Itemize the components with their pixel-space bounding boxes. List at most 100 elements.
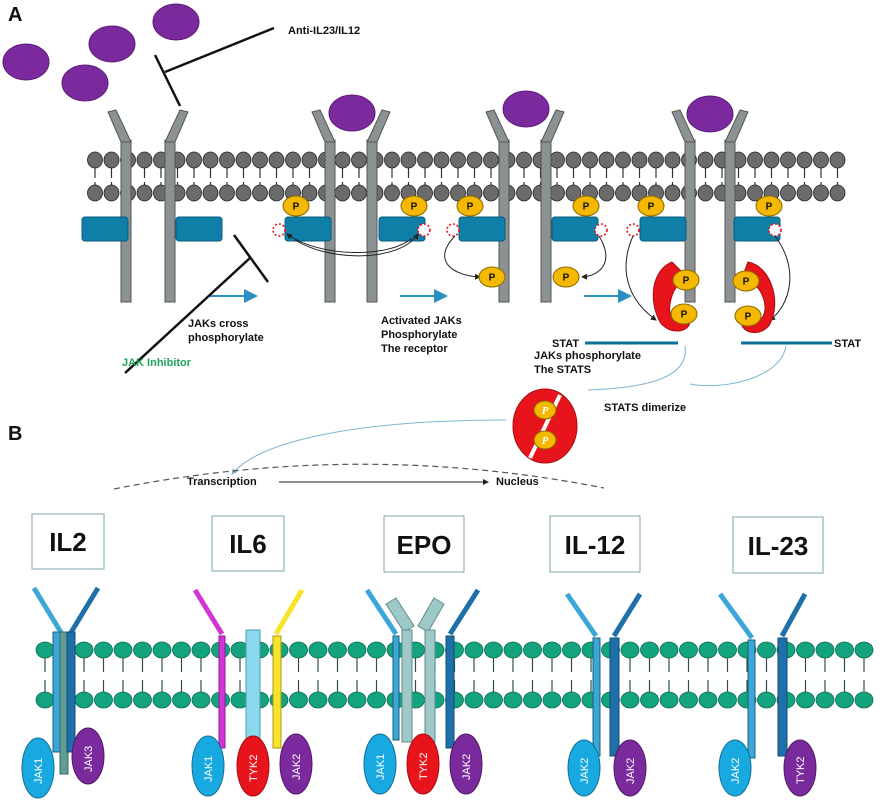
phospho-label: P (489, 273, 496, 284)
lipid-head (74, 691, 94, 709)
phospho-label: P (745, 312, 752, 323)
lipid-head (620, 691, 640, 709)
lipid-head (542, 641, 562, 659)
lipid-head (484, 641, 503, 659)
anti-il23-il12-label: Anti-IL23/IL12 (288, 25, 360, 37)
lipid-head (615, 184, 631, 202)
lipid-head (464, 691, 484, 709)
lipid-head (796, 184, 813, 202)
phospho-label: P (583, 202, 590, 213)
phospho-group (670, 303, 698, 325)
lipid-head (813, 151, 829, 169)
phospho-label: P (681, 310, 688, 321)
lipid-head (503, 691, 523, 709)
lipid-head (829, 184, 846, 202)
jak-box (551, 216, 599, 242)
lipid-head (289, 641, 308, 659)
receptor-arm (485, 109, 510, 143)
lipid-head (219, 184, 235, 202)
lipid-head (74, 641, 94, 659)
lipid-head (598, 184, 615, 202)
receptor-chain (540, 139, 552, 303)
lipid-head (367, 641, 386, 659)
lipid-head (384, 184, 400, 202)
lipid-head (186, 151, 202, 169)
phospho-label: P (683, 276, 690, 287)
lipid-head (351, 184, 367, 202)
ligand-4 (61, 64, 109, 102)
lipid-head (103, 151, 120, 169)
lipid-head (780, 151, 796, 169)
jak-label: TYK2 (248, 754, 260, 782)
tyk2-oval (783, 739, 817, 797)
lipid-head (503, 641, 523, 659)
lipid-head (152, 641, 172, 659)
lipid-head (308, 691, 328, 709)
lipid-head (562, 641, 581, 659)
lipid-head (252, 184, 268, 202)
lipid-head (854, 641, 874, 659)
receptor-chain (164, 139, 176, 303)
phospho-group (755, 195, 783, 217)
lipid-head (697, 184, 714, 202)
lipid-head (35, 691, 55, 709)
phospho-group (637, 195, 665, 217)
lipid-head (285, 151, 301, 169)
lipid-head (582, 151, 598, 169)
jak-label: JAK3 (83, 746, 95, 772)
jak-label: JAK1 (33, 758, 45, 784)
jak-inhibitor-line (124, 234, 270, 374)
lipid-head (367, 691, 386, 709)
lipid-head (136, 151, 153, 169)
phospho-group (282, 195, 310, 217)
tyk2-oval (406, 733, 440, 795)
phospho-group (533, 430, 557, 450)
lipid-head (854, 691, 874, 709)
lipid-head (549, 184, 565, 202)
lipid-head (191, 641, 211, 659)
phospho-label: P (648, 202, 655, 213)
jak1-oval (191, 735, 225, 797)
lipid-head (549, 151, 565, 169)
jak2-oval (613, 739, 647, 797)
tyk2-oval (236, 735, 270, 797)
lipid-head (466, 151, 483, 169)
ligand-1 (152, 3, 200, 41)
lipid-head (598, 151, 615, 169)
jaks-cross-label-1: JAKs cross (188, 318, 249, 330)
lipid-head (400, 151, 417, 169)
lipid-head (796, 151, 813, 169)
lipid-head (202, 184, 219, 202)
jak3-oval (71, 727, 105, 785)
cytokine-box-il23 (732, 516, 824, 574)
phospho-label: P (542, 435, 549, 447)
lipid-head (328, 641, 347, 659)
jak-box (284, 216, 332, 242)
lipid-head (640, 691, 659, 709)
lipid-head (87, 184, 103, 202)
lipid-head (483, 184, 499, 202)
jak-ovals-panel-b: JAK1 JAK3 JAK1 TYK2 JAK2 JAK1 TYK2 JAK2 … (21, 727, 817, 799)
lipid-head (191, 691, 211, 709)
lipid-head (202, 151, 219, 169)
jak-label: JAK1 (203, 756, 215, 782)
cytokine-box-il6 (211, 515, 285, 572)
lipid-head (219, 151, 235, 169)
lipid-head (417, 151, 433, 169)
jak-box (458, 216, 506, 242)
cytokine-title-epo: EPO (397, 530, 452, 560)
lipid-head (35, 641, 55, 659)
lipid-head (679, 641, 698, 659)
panel-b-label: B (8, 423, 22, 445)
cytokine-box-epo (383, 515, 465, 573)
bound-ligand-1 (328, 94, 376, 132)
lipid-head (620, 641, 640, 659)
jak-inhibitor-label: JAK Inhibitor (122, 357, 192, 369)
jaks-phosphorylate-stats-label-2: The STATS (534, 364, 591, 376)
jak2-oval (449, 733, 483, 795)
cytokine-title-boxes: IL2 IL6 EPO IL-12 IL-23 (31, 513, 824, 574)
phospho-group (533, 400, 557, 420)
lipid-head (615, 151, 631, 169)
lipid-head (483, 151, 499, 169)
